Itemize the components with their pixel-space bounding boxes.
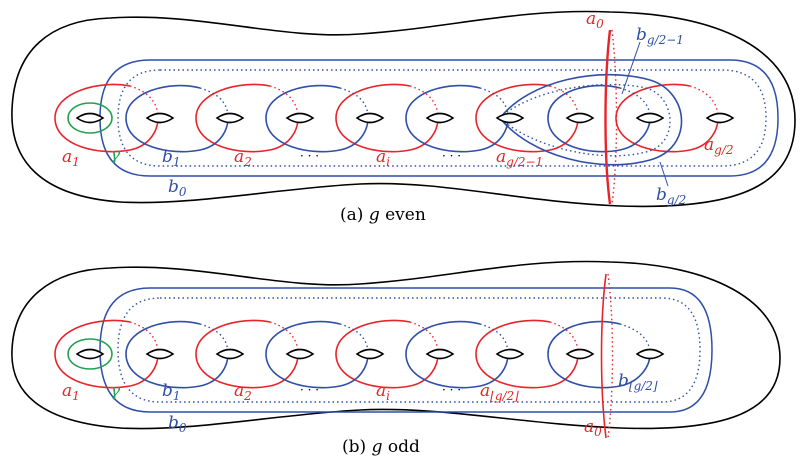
label-a1-a: a1 bbox=[62, 147, 80, 169]
label-dots1-a: · · · bbox=[300, 149, 319, 163]
a-curves-a bbox=[54, 83, 719, 153]
surface-outline-a bbox=[11, 10, 796, 208]
label-ag2-a: ag/2 bbox=[704, 135, 734, 157]
curve-bg2-a bbox=[498, 73, 683, 166]
label-afloor-b: a⌊g/2⌋ bbox=[480, 381, 519, 403]
curve-a2-a bbox=[195, 83, 299, 153]
label-ag2m1-a: ag/2−1 bbox=[496, 147, 543, 169]
label-dots1-b: · · · bbox=[300, 383, 319, 397]
label-dots2-a: · · · bbox=[442, 149, 461, 163]
panel-b: a1 γ b1 a2 · · · ai · · · a⌊g/2⌋ b⌊g/2⌋ … bbox=[11, 260, 781, 457]
holes-a bbox=[76, 112, 734, 124]
label-gamma-b: γ bbox=[110, 381, 121, 401]
label-bfloor-b: b⌊g/2⌋ bbox=[618, 371, 658, 393]
curve-gamma-a bbox=[67, 102, 113, 134]
label-a2-a: a2 bbox=[234, 147, 252, 169]
curve-a1-a bbox=[54, 83, 159, 153]
curve-a0-b bbox=[600, 273, 607, 439]
label-a0-b: a0 bbox=[584, 417, 602, 439]
caption-b: (b) g odd bbox=[342, 437, 420, 457]
label-bg2-a: bg/2 bbox=[656, 185, 686, 207]
label-b0-a: b0 bbox=[168, 177, 187, 199]
label-a1-b: a1 bbox=[62, 381, 80, 403]
curve-ag2m1-a bbox=[475, 83, 579, 153]
label-b1-b: b1 bbox=[162, 381, 181, 403]
curve-gamma-b bbox=[67, 338, 113, 370]
label-b1-a: b1 bbox=[162, 147, 181, 169]
holes-b bbox=[76, 348, 664, 360]
panel-a: a0 a1 γ b1 a2 · · · ai · · · ag/2−1 ag/2… bbox=[11, 9, 796, 225]
curve-ai-a bbox=[335, 83, 439, 153]
label-gamma-a: γ bbox=[110, 145, 121, 165]
b-curves-a bbox=[125, 73, 683, 166]
curve-b0-a bbox=[99, 59, 779, 177]
curve-b0-b bbox=[99, 287, 713, 413]
surface-outline-b bbox=[11, 260, 781, 430]
curve-bg2m1-a bbox=[547, 84, 651, 153]
label-b0-b: b0 bbox=[168, 413, 187, 435]
label-a2-b: a2 bbox=[234, 381, 252, 403]
curve-ag2-a bbox=[615, 83, 719, 153]
caption-a: (a) g even bbox=[340, 205, 426, 225]
label-bg2m1-a: bg/2−1 bbox=[636, 25, 684, 47]
a-curves-b bbox=[54, 319, 579, 389]
b-curves-b bbox=[125, 320, 651, 389]
curve-b1-a bbox=[125, 84, 229, 153]
label-ai-a: ai bbox=[376, 147, 390, 169]
label-dots2-b: · · · bbox=[442, 383, 461, 397]
curve-b0-a-back bbox=[117, 69, 767, 167]
label-a0-a: a0 bbox=[586, 9, 604, 31]
curve-a0-a bbox=[604, 29, 612, 205]
label-ai-b: ai bbox=[376, 381, 390, 403]
